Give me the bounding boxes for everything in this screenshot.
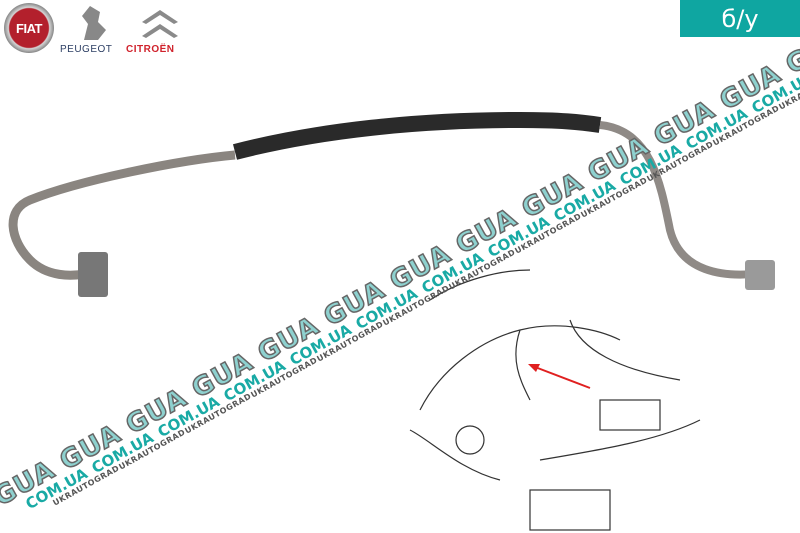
callout-arrow <box>534 366 591 389</box>
fiat-logo-text: FIAT <box>16 20 42 36</box>
peugeot-logo-text: PEUGEOT <box>60 44 113 55</box>
fitting-right <box>745 260 775 290</box>
metal-pipe-left <box>8 150 236 280</box>
citroen-logo-text: CITROËN <box>126 44 175 55</box>
metal-pipe-right <box>599 121 771 279</box>
fiat-logo: FIAT <box>4 3 54 53</box>
bracket <box>78 252 108 297</box>
peugeot-lion-icon <box>82 6 106 40</box>
citroen-chevrons-icon <box>142 10 178 38</box>
rubber-hose <box>232 111 602 160</box>
used-condition-badge: б/у <box>680 0 800 37</box>
parts-diagram <box>409 269 701 531</box>
